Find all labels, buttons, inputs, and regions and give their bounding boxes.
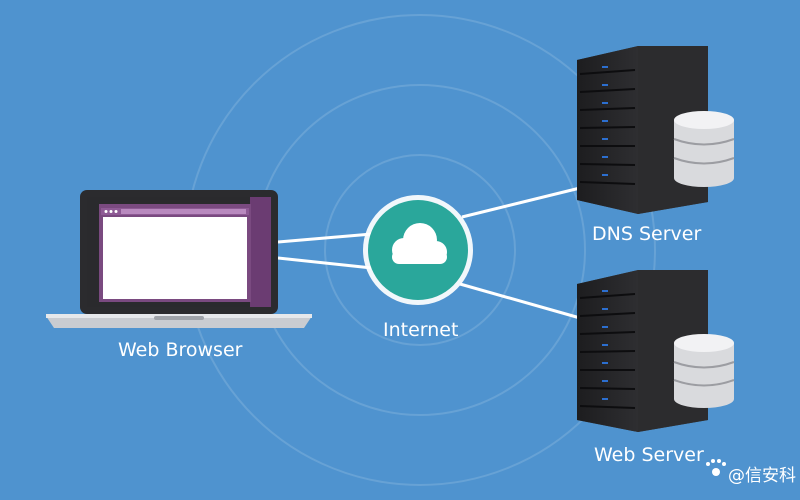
web-database-icon [673,334,735,408]
cloud-icon [392,223,447,264]
link-internet-dns [461,186,581,219]
link-browser-internet-upper [277,232,373,244]
connection-lines [277,186,581,320]
internet-node [363,195,473,305]
background-rings [184,14,656,486]
watermark-text: @信安科 [728,466,796,486]
paw-icon [706,459,726,476]
dns-database-icon [673,111,735,187]
link-internet-web [459,282,581,320]
internet-label: Internet [383,319,459,341]
laptop-icon [46,190,312,328]
web-server-label: Web Server [594,444,704,466]
dns-server-icon [577,46,708,214]
link-browser-internet-lower [277,256,373,270]
dns-server-label: DNS Server [592,223,702,245]
web-browser-label: Web Browser [118,339,243,361]
